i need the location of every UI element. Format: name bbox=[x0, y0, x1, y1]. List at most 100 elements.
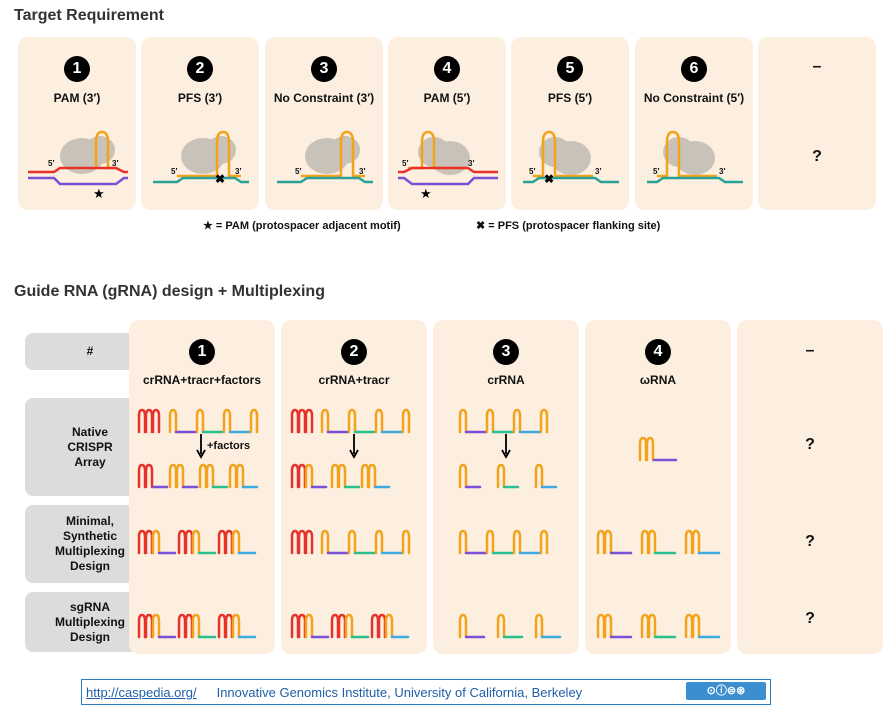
tracr-hairpin bbox=[168, 463, 178, 489]
hairpin bbox=[304, 529, 314, 555]
grna-card-5 bbox=[737, 320, 883, 654]
hairpin bbox=[512, 408, 522, 434]
hairpin bbox=[384, 613, 394, 639]
hairpin bbox=[347, 408, 357, 434]
hairpin bbox=[485, 529, 495, 555]
arrow-col2 bbox=[349, 434, 359, 459]
hairpin bbox=[249, 408, 259, 434]
tracr-hairpin bbox=[603, 613, 613, 639]
grna-number-dash: – bbox=[805, 342, 815, 359]
svg-text:✖: ✖ bbox=[544, 172, 554, 186]
hairpin bbox=[496, 463, 506, 489]
tracr-hairpin bbox=[217, 613, 227, 639]
tracr-hairpin bbox=[290, 529, 300, 555]
diagram-pfs-5prime: 5′ 3′ ✖ bbox=[523, 130, 619, 186]
svg-text:★: ★ bbox=[420, 186, 432, 201]
hairpin bbox=[231, 613, 241, 639]
tracr-hairpin bbox=[177, 529, 187, 555]
tracr-hairpin bbox=[205, 463, 215, 489]
tracr-hairpin bbox=[691, 613, 701, 639]
hairpin bbox=[512, 529, 522, 555]
diagram-noconstraint-5prime: 5′ 3′ bbox=[647, 130, 743, 184]
grna-unknown-native: ? bbox=[805, 436, 815, 453]
tracr-hairpin bbox=[144, 613, 154, 639]
hairpin bbox=[401, 408, 411, 434]
tracr-hairpin bbox=[297, 408, 307, 434]
tracr-hairpin bbox=[684, 613, 694, 639]
tracr-hairpin bbox=[137, 613, 147, 639]
hairpin bbox=[539, 408, 549, 434]
target-number-5: 5 bbox=[557, 56, 583, 82]
caspedia-link[interactable]: http://caspedia.org/ bbox=[86, 684, 197, 700]
tracr-hairpin bbox=[377, 613, 387, 639]
tracr-hairpin bbox=[137, 408, 147, 434]
target-number-dash: – bbox=[812, 58, 822, 75]
tracr-hairpin bbox=[224, 529, 234, 555]
diagram-noconstraint-3prime: 5′ 3′ bbox=[277, 130, 373, 184]
tracr-hairpin bbox=[177, 613, 187, 639]
arrow-col3 bbox=[501, 434, 511, 459]
tracr-hairpin bbox=[297, 463, 307, 489]
tracr-hairpin bbox=[198, 463, 208, 489]
tracr-hairpin bbox=[640, 529, 650, 555]
tracr-hairpin bbox=[337, 613, 347, 639]
factors-label: +factors bbox=[207, 440, 251, 452]
target-label-5: PFS (5′) bbox=[547, 91, 593, 105]
grna-unknown-minimal: ? bbox=[805, 533, 815, 550]
target-label-4: PAM (5′) bbox=[423, 91, 471, 105]
grna-number-2: 2 bbox=[341, 339, 367, 365]
hairpin bbox=[374, 408, 384, 434]
tracr-hairpin bbox=[228, 463, 238, 489]
target-number-1: 1 bbox=[64, 56, 90, 82]
footer-banner: http://caspedia.org/ Innovative Genomics… bbox=[81, 679, 771, 705]
tracr-hairpin bbox=[596, 613, 606, 639]
tracr-hairpin bbox=[360, 463, 370, 489]
svg-text:5′: 5′ bbox=[402, 159, 408, 168]
grna-label-2: crRNA+tracr bbox=[318, 373, 390, 387]
svg-text:✖: ✖ bbox=[215, 172, 225, 186]
tracr-hairpin bbox=[691, 529, 701, 555]
tracr-hairpin bbox=[290, 408, 300, 434]
svg-text:3′: 3′ bbox=[468, 159, 474, 168]
hairpin bbox=[496, 613, 506, 639]
grna-number-1: 1 bbox=[189, 339, 215, 365]
svg-text:5′: 5′ bbox=[529, 167, 535, 176]
hairpin bbox=[347, 529, 357, 555]
tracr-hairpin bbox=[330, 463, 340, 489]
hairpin bbox=[344, 613, 354, 639]
grna-label-3: crRNA bbox=[487, 373, 525, 387]
tracr-hairpin bbox=[297, 613, 307, 639]
hairpin bbox=[151, 613, 161, 639]
tracr-hairpin bbox=[684, 529, 694, 555]
tracr-hairpin bbox=[184, 529, 194, 555]
target-unknown: ? bbox=[812, 148, 822, 165]
diagram-pam-5prime: 5′ 3′ ★ bbox=[398, 130, 498, 201]
target-label-1: PAM (3′) bbox=[53, 91, 101, 105]
hairpin bbox=[191, 529, 201, 555]
hairpin bbox=[151, 529, 161, 555]
hairpin bbox=[458, 463, 468, 489]
tracr-hairpin bbox=[638, 436, 648, 462]
hairpin bbox=[534, 613, 544, 639]
hairpin bbox=[304, 408, 314, 434]
svg-text:5′: 5′ bbox=[171, 167, 177, 176]
tracr-hairpin bbox=[337, 463, 347, 489]
grna-label-1: crRNA+tracr+factors bbox=[142, 373, 262, 387]
target-label-2: PFS (3′) bbox=[177, 91, 223, 105]
hairpin bbox=[534, 463, 544, 489]
target-number-3: 3 bbox=[311, 56, 337, 82]
tracr-hairpin bbox=[144, 408, 154, 434]
target-label-3: No Constraint (3′) bbox=[273, 91, 375, 105]
hairpin bbox=[222, 408, 232, 434]
hairpin bbox=[458, 529, 468, 555]
hairpin bbox=[195, 408, 205, 434]
svg-text:5′: 5′ bbox=[48, 159, 54, 168]
legend-pfs: ✖ = PFS (protospacer flanking site) bbox=[476, 220, 661, 232]
tracr-hairpin bbox=[367, 463, 377, 489]
tracr-hairpin bbox=[184, 613, 194, 639]
tracr-hairpin bbox=[297, 529, 307, 555]
target-label-6: No Constraint (5′) bbox=[643, 91, 745, 105]
hairpin bbox=[401, 529, 411, 555]
diagram-pam-3prime: 5′ 3′ ★ bbox=[28, 130, 128, 201]
institute-text: Innovative Genomics Institute, Universit… bbox=[216, 684, 583, 700]
